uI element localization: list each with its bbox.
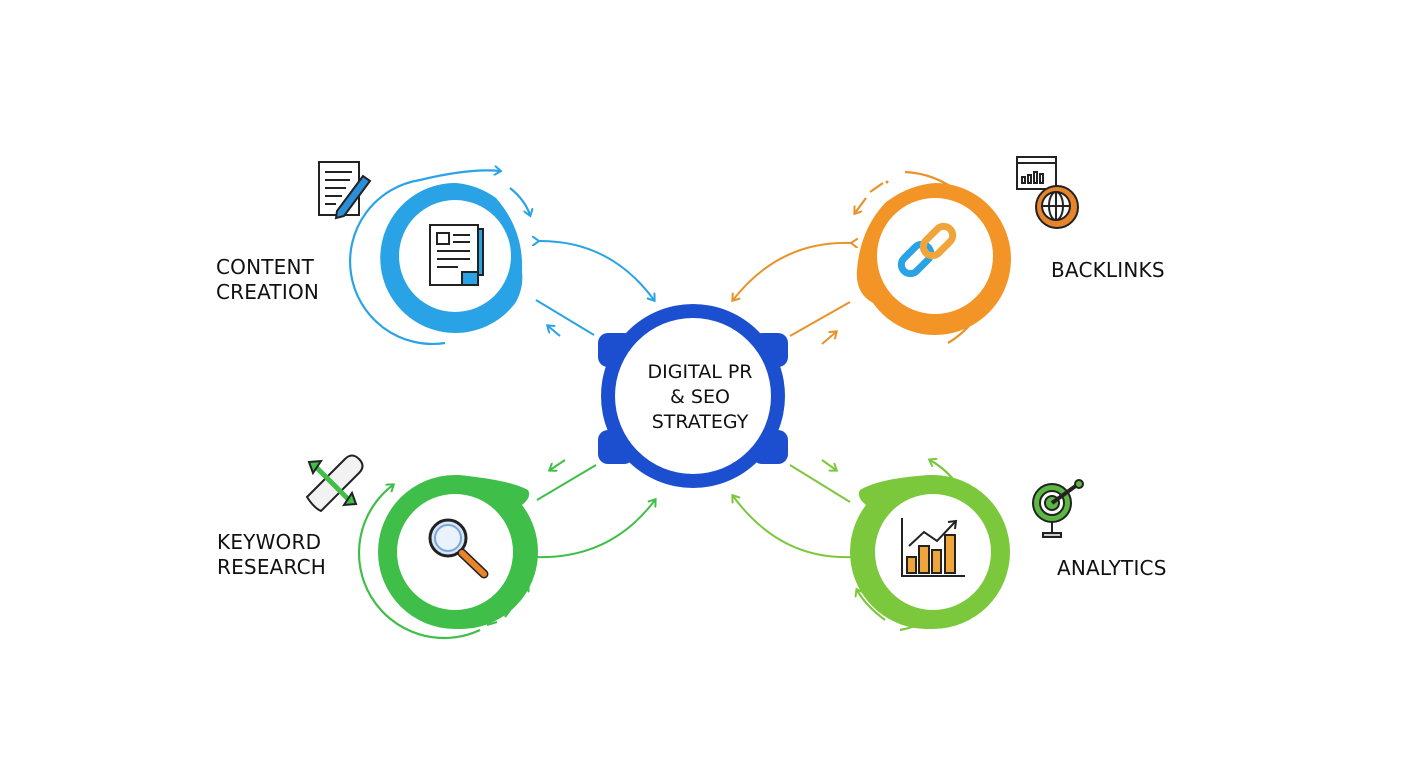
bar-chart-trend-icon [901, 518, 965, 577]
label-line: KEYWORD [217, 530, 322, 554]
center-label-line2: & SEO [670, 386, 730, 408]
chain-link-icon [897, 222, 957, 278]
connector-backlinks-center [733, 243, 852, 345]
center-node-label: DIGITAL PR & SEO STRATEGY [610, 360, 790, 435]
label-keyword-research: KEYWORD RESEARCH [217, 530, 326, 580]
target-gear-icon [1032, 479, 1084, 538]
label-line: CREATION [216, 280, 320, 304]
connector-analytics-center [733, 459, 852, 557]
label-line: CONTENT [216, 255, 315, 279]
pencil-arrow-icon [305, 454, 364, 513]
orbit-content-creation [348, 170, 530, 346]
label-line: RESEARCH [217, 555, 327, 579]
label-content-creation: CONTENT CREATION [216, 255, 319, 305]
center-label-line1: DIGITAL PR [647, 361, 753, 383]
document-icon [429, 224, 484, 286]
connector-keyword-center [534, 459, 655, 557]
browser-chart-globe-gear-icon [1016, 156, 1079, 229]
document-pen-icon [318, 161, 372, 220]
center-node[interactable] [598, 304, 788, 488]
magnifier-icon [428, 518, 489, 579]
label-backlinks: BACKLINKS [1051, 258, 1165, 283]
node-analytics[interactable] [850, 475, 1010, 629]
connector-content-center [536, 241, 654, 337]
center-label-line3: STRATEGY [651, 411, 749, 433]
label-line: ANALYTICS [1057, 556, 1167, 580]
label-line: BACKLINKS [1051, 258, 1165, 282]
label-analytics: ANALYTICS [1057, 556, 1167, 581]
